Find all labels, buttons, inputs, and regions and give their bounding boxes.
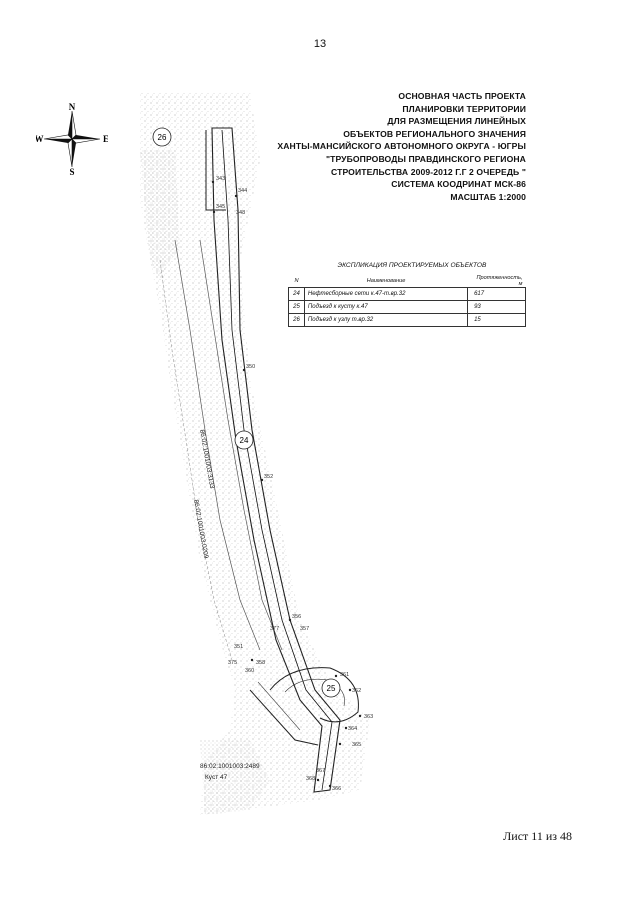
svg-text:351: 351 — [234, 644, 243, 650]
site-label: Куст 47 — [205, 774, 228, 781]
page-number: 13 — [313, 38, 327, 50]
objects-explication-table: ЭКСПЛИКАЦИЯ ПРОЕКТИРУЕМЫХ ОБЪЕКТОВ N Наи… — [288, 262, 526, 327]
svg-text:E: E — [103, 134, 108, 144]
svg-text:365: 365 — [352, 742, 361, 748]
svg-text:345: 345 — [216, 204, 225, 210]
title-line: ДЛЯ РАЗМЕЩЕНИЯ ЛИНЕЙНЫХ — [387, 116, 526, 127]
object-marker-24: 24 — [234, 430, 254, 450]
svg-text:344: 344 — [238, 188, 247, 194]
svg-text:358: 358 — [256, 660, 265, 666]
site-road-branch — [249, 689, 319, 746]
svg-text:24: 24 — [240, 436, 249, 445]
parcel-boundary — [199, 239, 283, 651]
title-line: ХАНТЫ-МАНСИЙСКОГО АВТОНОМНОГО ОКРУГА - Ю… — [277, 141, 526, 152]
legend-table: N Наименование Протяженность, м 24 Нефте… — [288, 275, 526, 327]
title-line: ОБЪЕКТОВ РЕГИОНАЛЬНОГО ЗНАЧЕНИЯ — [343, 128, 526, 139]
legend-title: ЭКСПЛИКАЦИЯ ПРОЕКТИРУЕМЫХ ОБЪЕКТОВ — [337, 262, 487, 269]
title-line: "ТРУБОПРОВОДЫ ПРАВДИНСКОГО РЕГИОНА — [325, 153, 526, 164]
header-length: Протяженность, м — [467, 275, 526, 288]
access-road — [205, 130, 226, 211]
svg-text:361: 361 — [340, 672, 349, 678]
land-area-left — [140, 150, 180, 280]
svg-text:368: 368 — [306, 776, 315, 782]
object-marker-26: 26 — [152, 127, 172, 147]
svg-text:26: 26 — [158, 133, 167, 142]
drawing-title-block: ОСНОВНАЯ ЧАСТЬ ПРОЕКТА ПЛАНИРОВКИ ТЕРРИТ… — [226, 90, 526, 203]
svg-text:W: W — [36, 134, 44, 144]
header-name: Наименование — [304, 275, 468, 288]
svg-text:377: 377 — [270, 626, 279, 632]
svg-text:356: 356 — [292, 614, 301, 620]
title-line: ПЛАНИРОВКИ ТЕРРИТОРИИ — [402, 103, 526, 114]
header-n: N — [288, 275, 305, 288]
compass-rose-icon: N S E W — [36, 103, 108, 175]
svg-text:N: N — [69, 103, 76, 112]
svg-text:363: 363 — [364, 714, 373, 720]
svg-text:343: 343 — [216, 176, 225, 182]
title-line: СИСТЕМА КООДРИНАТ МСК-86 — [391, 179, 526, 190]
parcel-label: 86:02:1001003:2489 — [200, 763, 260, 770]
title-line: МАСШТАБ 1:2000 — [450, 191, 526, 202]
site-road-loop — [269, 667, 359, 723]
parcel-boundary — [159, 259, 233, 661]
svg-text:366: 366 — [332, 786, 341, 792]
table-row: 25 Подъезд к кусту к.47 93 — [288, 300, 526, 314]
parcel-boundary — [174, 239, 261, 651]
table-header-row: N Наименование Протяженность, м — [288, 275, 526, 288]
svg-text:352: 352 — [264, 474, 273, 480]
title-line: ОСНОВНАЯ ЧАСТЬ ПРОЕКТА — [398, 91, 526, 101]
sheet-counter: Лист 11 из 48 — [503, 829, 572, 843]
svg-text:S: S — [69, 167, 74, 175]
pipeline-axis — [221, 129, 333, 791]
table-row: 24 Нефтесборные сети к.47-т.вр.32 617 — [288, 287, 526, 301]
svg-text:357: 357 — [300, 626, 309, 632]
svg-text:375: 375 — [228, 660, 237, 666]
title-line: СТРОИТЕЛЬСТВА 2009-2012 Г.Г 2 ОЧЕРЕДЬ " — [331, 166, 526, 177]
object-marker-25: 25 — [321, 678, 341, 698]
svg-text:367: 367 — [316, 768, 325, 774]
land-area-bottom — [200, 740, 270, 815]
svg-text:364: 364 — [348, 726, 357, 732]
svg-text:360: 360 — [245, 668, 254, 674]
table-row: 26 Подъезд к узлу т.вр.32 15 — [288, 313, 526, 327]
site-road-branch — [257, 681, 301, 731]
svg-text:25: 25 — [327, 684, 336, 693]
svg-text:348: 348 — [236, 210, 245, 216]
land-area — [140, 92, 370, 815]
svg-text:350: 350 — [246, 364, 255, 370]
svg-text:362: 362 — [352, 688, 361, 694]
